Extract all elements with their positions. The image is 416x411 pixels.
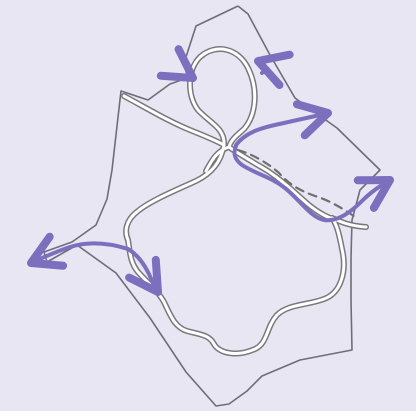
arrow-northeast	[234, 100, 332, 147]
arrow-top-right-curve	[254, 50, 294, 90]
arrow-southeast	[125, 247, 162, 296]
dashed-route	[236, 148, 360, 221]
arrows-group	[27, 45, 394, 296]
arrow-top-left-curve	[156, 45, 197, 82]
arrow-west	[27, 232, 130, 270]
arrow-east	[232, 144, 394, 223]
